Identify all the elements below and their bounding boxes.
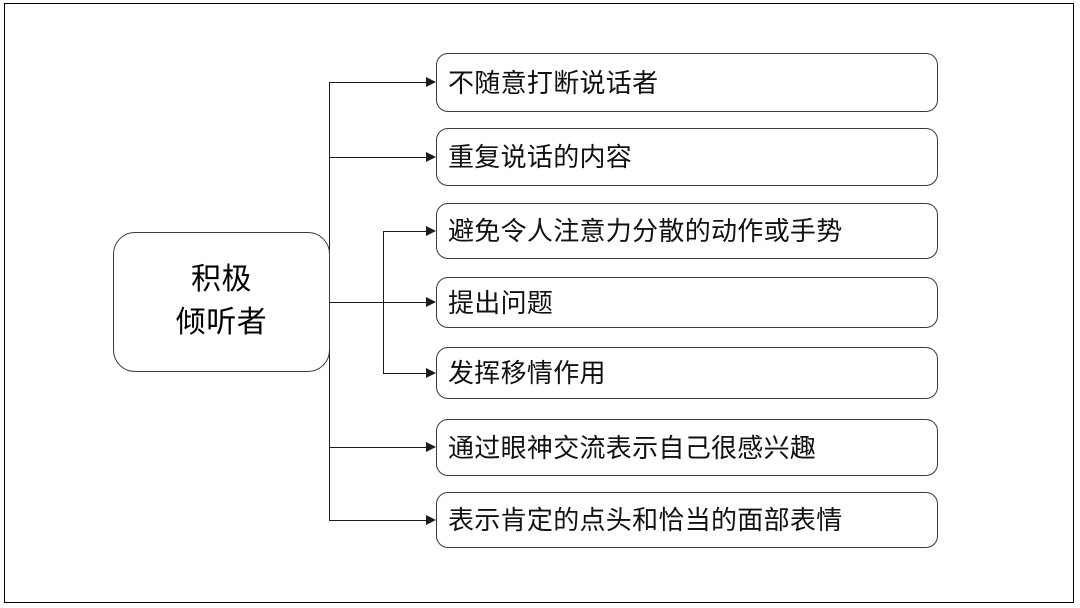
connector-to-child-4 bbox=[383, 373, 427, 374]
node-child-4-label: 发挥移情作用 bbox=[448, 358, 606, 388]
arrowhead-child-2 bbox=[426, 225, 436, 236]
arrowhead-child-0 bbox=[426, 76, 436, 87]
arrowhead-child-4 bbox=[426, 367, 436, 378]
arrowhead-child-1 bbox=[426, 151, 436, 162]
node-child-5-label: 通过眼神交流表示自己很感兴趣 bbox=[448, 432, 817, 463]
arrowhead-child-5 bbox=[426, 441, 436, 452]
node-child-0[interactable]: 不随意打断说话者 bbox=[436, 53, 938, 112]
node-child-1-label: 重复说话的内容 bbox=[448, 142, 633, 172]
node-child-3[interactable]: 提出问题 bbox=[436, 277, 938, 328]
node-child-3-label: 提出问题 bbox=[448, 287, 554, 318]
arrowhead-child-6 bbox=[426, 514, 436, 525]
connector-to-child-2 bbox=[383, 231, 427, 232]
connector-to-child-3 bbox=[329, 302, 427, 303]
node-child-0-label: 不随意打断说话者 bbox=[448, 67, 659, 98]
node-child-6-label: 表示肯定的点头和恰当的面部表情 bbox=[448, 505, 843, 535]
root-node[interactable]: 积极 倾听者 bbox=[113, 232, 330, 372]
connector-to-child-5 bbox=[329, 447, 427, 448]
node-child-2[interactable]: 避免令人注意力分散的动作或手势 bbox=[436, 203, 938, 259]
node-child-5[interactable]: 通过眼神交流表示自己很感兴趣 bbox=[436, 419, 938, 476]
node-child-1[interactable]: 重复说话的内容 bbox=[436, 128, 938, 186]
node-child-2-label: 避免令人注意力分散的动作或手势 bbox=[448, 216, 843, 246]
connector-to-child-0 bbox=[329, 82, 427, 83]
node-child-6[interactable]: 表示肯定的点头和恰当的面部表情 bbox=[436, 492, 938, 548]
connector-to-child-6 bbox=[329, 520, 427, 521]
page-border bbox=[4, 3, 1074, 603]
root-node-label: 积极 倾听者 bbox=[175, 263, 268, 339]
arrowhead-child-3 bbox=[426, 296, 436, 307]
node-child-4[interactable]: 发挥移情作用 bbox=[436, 347, 938, 399]
connector-to-child-1 bbox=[329, 157, 427, 158]
